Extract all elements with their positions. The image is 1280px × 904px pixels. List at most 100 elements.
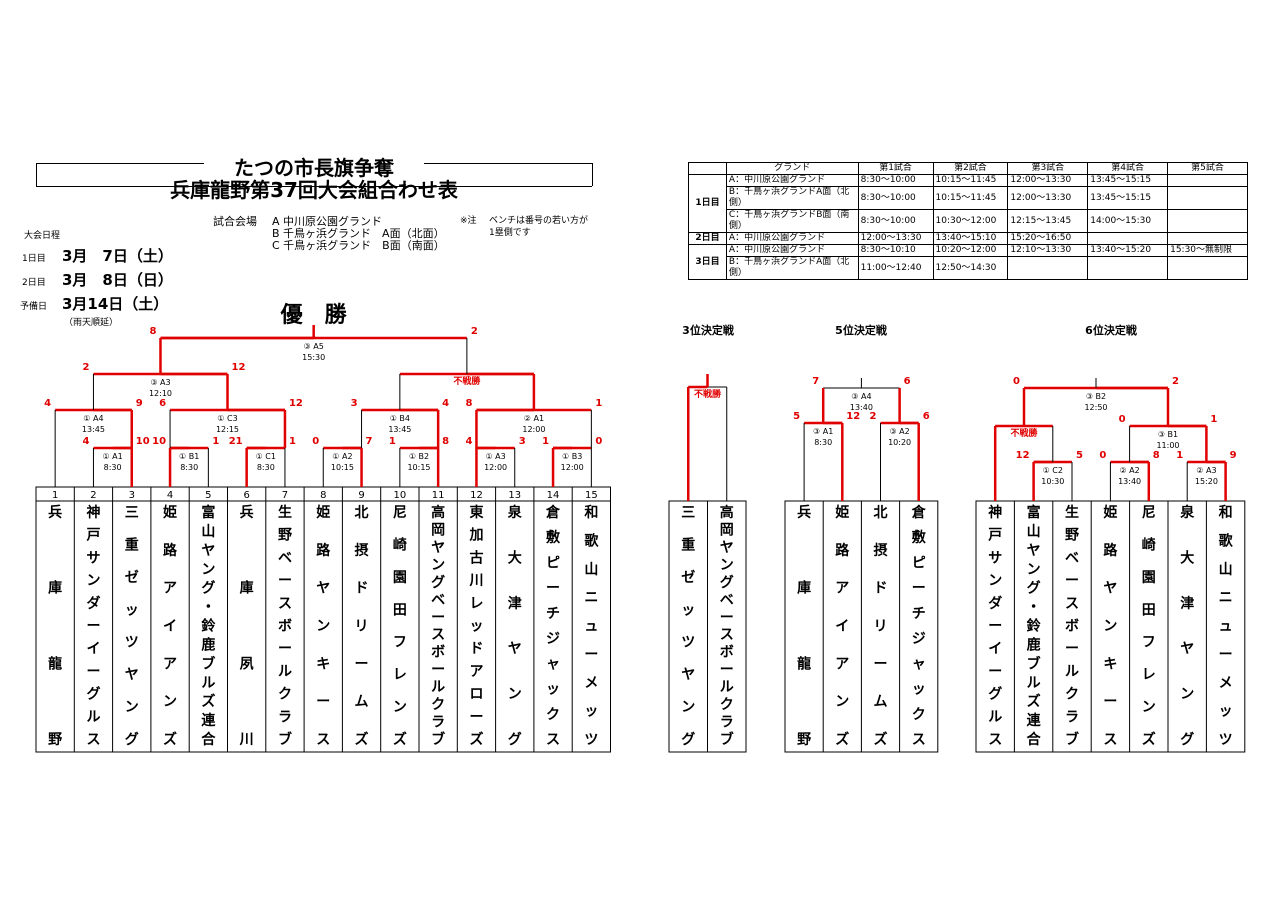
- team-name-char: ド: [469, 641, 483, 657]
- team-name-char: イ: [163, 619, 177, 635]
- team-name-char: 山: [1219, 562, 1233, 578]
- team-name-char: 歌: [1219, 532, 1234, 549]
- team-name-char: レ: [393, 667, 407, 683]
- team-number: 11: [432, 490, 445, 501]
- team-name-char: ッ: [584, 704, 598, 720]
- col-header: 第5試合: [1167, 162, 1248, 175]
- time-cell: [1167, 209, 1248, 233]
- team-name-char: 岡: [720, 522, 734, 538]
- note-line2: 1塁側です: [489, 228, 531, 238]
- ground-cell: B：千鳥ヶ浜グランドA面（北側）: [725, 256, 859, 280]
- game-label: ① C1: [256, 452, 276, 461]
- team-name-char: 川: [468, 573, 483, 589]
- team-name-char: レ: [1142, 667, 1156, 683]
- team-name-char: 加: [468, 528, 483, 544]
- team-name-char: 大: [1180, 549, 1194, 566]
- team-name-char: グ: [1027, 580, 1041, 597]
- game-time: 10:30: [1041, 477, 1064, 486]
- team-name-char: ア: [835, 581, 849, 597]
- team-name-char: ヤ: [201, 543, 215, 559]
- time-cell: [1167, 186, 1248, 210]
- team-name-char: 戸: [988, 528, 1002, 544]
- game-label: ② A3: [1196, 466, 1216, 475]
- team-name-char: ク: [1065, 687, 1079, 703]
- game-time: 10:20: [888, 438, 911, 447]
- team-name-char: ツ: [681, 635, 695, 651]
- team-name-char: チ: [546, 606, 560, 622]
- team-name-char: ー: [912, 581, 926, 597]
- team-name-char: ベ: [1065, 550, 1079, 566]
- team-name-char: グ: [508, 731, 522, 748]
- team-name-char: 田: [393, 602, 407, 618]
- team-number: 1: [52, 490, 58, 501]
- team-name-char: 兵: [240, 504, 254, 521]
- team-name-char: ッ: [1219, 704, 1233, 720]
- score-right: 1: [595, 398, 602, 409]
- team-name-char: ス: [546, 732, 560, 748]
- team-name-char: 泉: [1180, 504, 1195, 521]
- score-right: 12: [289, 398, 303, 409]
- team-name-char: ル: [988, 709, 1002, 725]
- rain-note: （雨天順延）: [64, 318, 119, 328]
- score-left: 6: [159, 398, 166, 409]
- team-name-char: 路: [835, 542, 850, 559]
- team-name-char: 姫: [163, 504, 177, 521]
- team-name-char: 津: [1180, 595, 1194, 612]
- score-right: 7: [366, 436, 373, 447]
- team-name-char: サ: [86, 550, 100, 566]
- team-name-char: 川: [239, 732, 254, 748]
- game-label: ③ B2: [1086, 392, 1106, 401]
- game-time: 12:50: [1084, 403, 1107, 412]
- team-name-char: ゼ: [125, 569, 139, 586]
- team-name-char: 神: [988, 504, 1002, 521]
- team-name-char: 摂: [355, 542, 369, 559]
- team-name-char: ダ: [988, 595, 1002, 612]
- team-name-char: ピ: [912, 555, 926, 571]
- team-name-char: ズ: [393, 731, 407, 748]
- score-left: 5: [793, 411, 800, 422]
- team-name-char: フ: [1142, 635, 1156, 651]
- score-left: 2: [82, 362, 89, 373]
- venue-a: A 中川原公園グランド: [272, 215, 383, 228]
- team-number: 12: [470, 490, 483, 501]
- team-name-char: 龍: [48, 655, 62, 672]
- team-name-char: ル: [720, 680, 734, 696]
- team-name-char: 戸: [86, 528, 100, 544]
- day2-date: 3月 8日（日）: [62, 271, 173, 289]
- team-name-char: ヤ: [1027, 543, 1041, 559]
- team-name-char: レ: [469, 596, 483, 612]
- game-label: ① A1: [102, 452, 122, 461]
- reserve-date: 3月14日（土）: [62, 295, 169, 313]
- score-right: 12: [846, 411, 860, 422]
- team-name-char: ヤ: [681, 667, 695, 683]
- third-place-title: 3位決定戦: [682, 323, 735, 337]
- team-name-char: ュ: [1219, 619, 1233, 635]
- team-number: 10: [393, 490, 406, 501]
- time-cell: 10:15～11:45: [932, 186, 1009, 210]
- team-name-char: ヤ: [316, 581, 330, 597]
- game-label: ③ A1: [813, 427, 833, 436]
- team-name-char: メ: [584, 675, 598, 691]
- team-name-char: ド: [874, 581, 888, 597]
- team-name-char: ズ: [1142, 731, 1156, 748]
- team-name-char: ス: [912, 732, 926, 748]
- team-name-char: ヤ: [720, 540, 734, 556]
- team-name-char: チ: [912, 606, 926, 622]
- score-right: 5: [1076, 450, 1083, 461]
- team-name-char: ヤ: [1103, 581, 1117, 597]
- fusen-label: 不戦勝: [1010, 427, 1038, 439]
- score-right: 4: [442, 398, 449, 409]
- game-label: ① B2: [409, 452, 429, 461]
- team-name-char: 園: [393, 570, 407, 586]
- game-label: ① A2: [332, 452, 352, 461]
- team-name-char: 山: [584, 562, 598, 578]
- team-name-char: ・: [201, 600, 215, 616]
- team-name-char: ン: [431, 557, 445, 573]
- team-name-char: ー: [584, 647, 598, 663]
- game-label: ③ A2: [889, 427, 909, 436]
- venue-b: B 千鳥ヶ浜グランド A面（北面）: [272, 227, 445, 240]
- team-name-char: ー: [86, 619, 100, 635]
- team-name-char: 崎: [393, 536, 407, 553]
- team-name-char: 兵: [797, 504, 811, 521]
- team-name-char: 鈴: [1027, 618, 1042, 635]
